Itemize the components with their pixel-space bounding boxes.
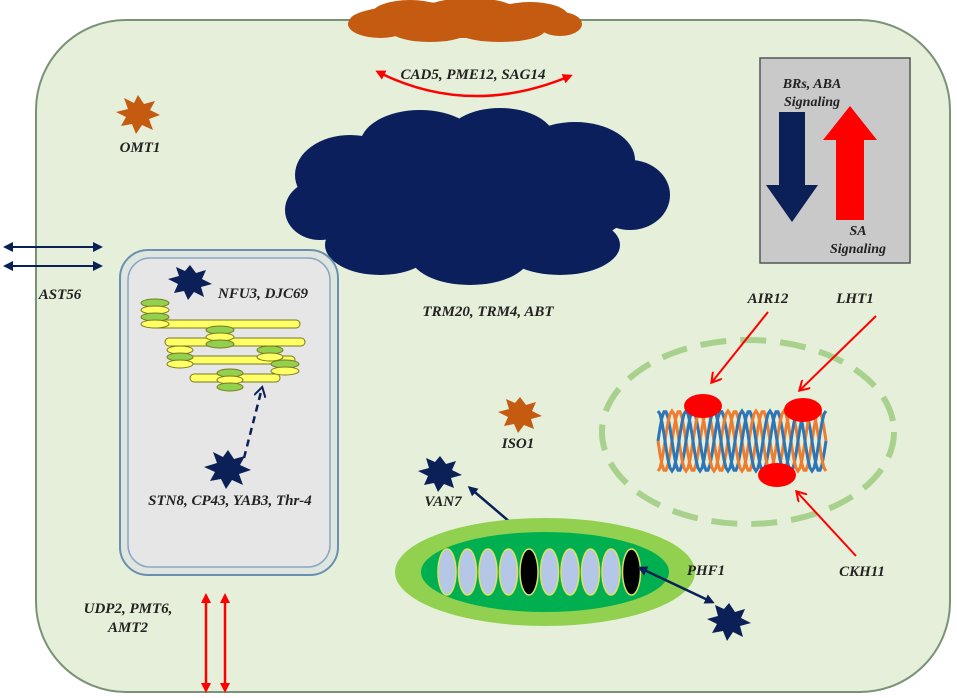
crista bbox=[478, 548, 498, 596]
crista bbox=[621, 548, 642, 596]
protein-blob bbox=[684, 394, 722, 418]
phf1-arrow bbox=[637, 566, 715, 604]
navy-star-icon bbox=[418, 456, 462, 492]
crista bbox=[498, 548, 519, 596]
label-udp2-line2: AMT2 bbox=[107, 620, 149, 636]
label-trm20: TRM20, TRM4, ABT bbox=[422, 304, 554, 320]
lht1-arrow bbox=[800, 315, 877, 390]
air12-arrow bbox=[712, 311, 769, 382]
label-sa-line1: SA bbox=[849, 224, 866, 239]
chloroplast-inner bbox=[127, 257, 331, 568]
crista bbox=[519, 548, 539, 596]
crista bbox=[457, 548, 478, 596]
crista bbox=[580, 548, 601, 596]
navy-down-arrow bbox=[766, 112, 818, 222]
label-lht1: LHT1 bbox=[835, 291, 874, 307]
label-sa-line2: Signaling bbox=[830, 242, 886, 257]
label-air12: AIR12 bbox=[747, 291, 789, 307]
protein-blob bbox=[758, 463, 796, 487]
thylakoid-stacks bbox=[140, 298, 306, 392]
crista bbox=[437, 548, 457, 596]
label-stn8: STN8, CP43, YAB3, Thr-4 bbox=[148, 493, 312, 509]
label-brs-line2: Signaling bbox=[784, 95, 840, 110]
label-omt1: OMT1 bbox=[120, 140, 161, 156]
label-van7: VAN7 bbox=[424, 494, 462, 510]
red-up-arrow bbox=[823, 106, 877, 220]
label-cad5: CAD5, PME12, SAG14 bbox=[400, 67, 546, 83]
label-brs-line1: BRs, ABA bbox=[782, 77, 842, 92]
navy-star-icon bbox=[168, 265, 212, 300]
orange-star-icon bbox=[116, 95, 160, 134]
label-nfu3: NFU3, DJC69 bbox=[217, 286, 309, 302]
dashed-arrow bbox=[242, 388, 262, 459]
label-ast56: AST56 bbox=[38, 287, 82, 303]
orange-cloud-shape bbox=[348, 0, 582, 42]
crista bbox=[601, 548, 621, 596]
ckh11-arrow bbox=[797, 492, 857, 557]
navy-star-icon bbox=[707, 603, 751, 641]
label-iso1: ISO1 bbox=[501, 436, 535, 452]
crista bbox=[539, 548, 560, 596]
crista bbox=[560, 548, 580, 596]
label-ckh11: CKH11 bbox=[839, 564, 885, 580]
navy-cloud-shape bbox=[285, 108, 670, 285]
label-udp2-line1: UDP2, PMT6, bbox=[84, 601, 173, 617]
red-curved-arrow bbox=[375, 70, 573, 98]
cristae-group bbox=[437, 548, 642, 596]
orange-star-icon bbox=[498, 397, 542, 433]
navy-star-icon bbox=[204, 450, 251, 489]
protein-blob bbox=[784, 398, 822, 422]
nucleus-envelope bbox=[599, 337, 897, 527]
label-phf1: PHF1 bbox=[687, 563, 725, 579]
